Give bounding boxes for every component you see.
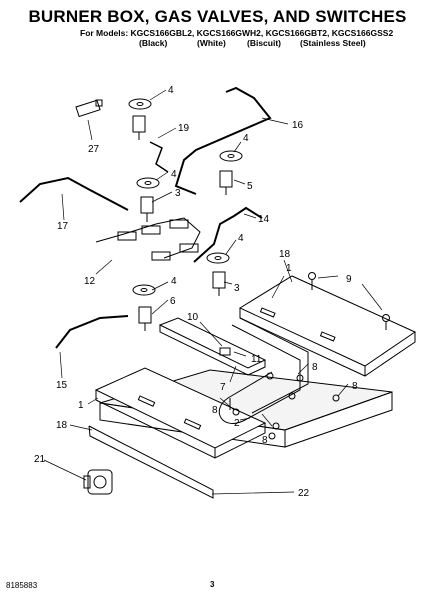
- callout-2: 2: [234, 418, 240, 429]
- document-number: 8185883: [6, 581, 38, 590]
- callout-8a: 8: [312, 362, 318, 373]
- cable-19: [149, 141, 169, 173]
- callout-7: 7: [220, 382, 226, 393]
- callout-numbers: 4 16 19 27 4 5 4 3 17 14 12 18 4 9 3 1 4…: [34, 85, 358, 499]
- leader-lines: [43, 89, 383, 495]
- mounting-bracket: [158, 317, 267, 376]
- finish-stainless: (Stainless Steel): [300, 38, 366, 48]
- plug-27: [75, 99, 103, 118]
- callout-3b: 3: [234, 283, 240, 294]
- callout-18a: 18: [279, 249, 291, 260]
- callout-12: 12: [84, 276, 96, 287]
- page-title: BURNER BOX, GAS VALVES, AND SWITCHES: [28, 7, 407, 26]
- finish-black: (Black): [139, 38, 168, 48]
- page-number: 3: [210, 580, 215, 589]
- callout-15: 15: [56, 380, 68, 391]
- models-line: For Models: KGCS166GBL2, KGCS166GWH2, KG…: [80, 28, 394, 38]
- callout-5: 5: [247, 181, 253, 192]
- callout-4b: 4: [243, 133, 249, 144]
- terminal-21: [83, 469, 113, 495]
- callout-8d: 8: [262, 435, 268, 446]
- callout-4c: 4: [171, 169, 177, 180]
- callout-3a: 3: [175, 188, 181, 199]
- callout-22: 22: [298, 488, 310, 499]
- rear-burner: [238, 275, 417, 377]
- callout-16: 16: [292, 120, 304, 131]
- callout-1b: 1: [78, 400, 84, 411]
- callout-8c: 8: [212, 405, 218, 416]
- front-burner: [94, 367, 267, 459]
- screws: [232, 272, 390, 440]
- callout-27: 27: [88, 144, 100, 155]
- igniter-discs: [128, 98, 243, 296]
- callout-11: 11: [251, 354, 262, 365]
- callout-1a: 1: [286, 263, 292, 274]
- callout-8b: 8: [352, 381, 358, 392]
- callout-21: 21: [34, 454, 46, 465]
- burner-tube-assembly: [218, 317, 309, 424]
- callout-10: 10: [187, 312, 199, 323]
- callout-4e: 4: [171, 276, 177, 287]
- finish-biscuit: (Biscuit): [247, 38, 281, 48]
- wiring-harness: [95, 217, 201, 261]
- callout-18b: 18: [56, 420, 68, 431]
- gas-valves: [132, 115, 233, 331]
- gas-tubes: [19, 86, 272, 349]
- callout-4a: 4: [168, 85, 174, 96]
- callout-19: 19: [178, 123, 190, 134]
- callout-4d: 4: [238, 233, 244, 244]
- callout-6: 6: [170, 296, 176, 307]
- finish-white: (White): [197, 38, 226, 48]
- callout-9: 9: [346, 274, 352, 285]
- callout-17: 17: [57, 221, 69, 232]
- callout-14: 14: [258, 214, 270, 225]
